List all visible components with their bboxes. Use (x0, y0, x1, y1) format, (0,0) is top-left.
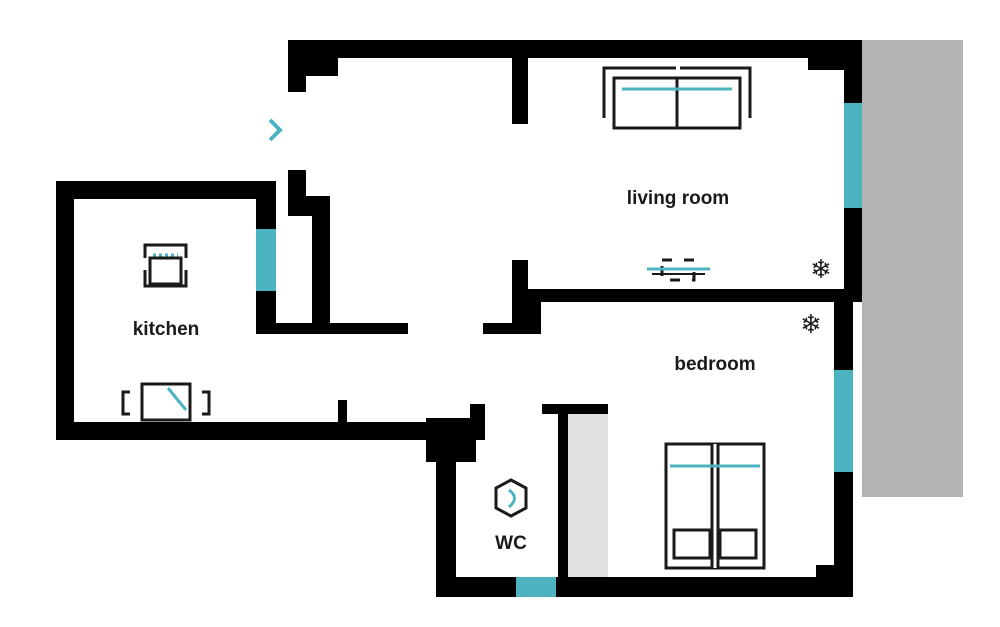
bedroom-window (834, 370, 853, 472)
closet (568, 412, 608, 577)
oven-icon (143, 243, 188, 288)
balcony (862, 40, 963, 497)
walls (56, 40, 862, 597)
air-conditioner-icon: ❄ (810, 255, 832, 285)
sofa-icon (602, 66, 752, 130)
kitchen-window (256, 229, 276, 291)
wc-window (516, 577, 556, 597)
entrance-arrow-icon (268, 118, 283, 142)
room-label-wc: WC (495, 533, 527, 554)
toilet-icon (494, 478, 528, 518)
bed-icon (664, 442, 766, 570)
windows (256, 103, 862, 597)
air-conditioner-icon: ❄ (800, 310, 822, 340)
room-label-living-room: living room (627, 188, 729, 209)
room-label-kitchen: kitchen (133, 319, 200, 340)
table-icon (121, 382, 211, 422)
room-label-bedroom: bedroom (674, 354, 755, 375)
tv-icon (647, 258, 710, 282)
living-room-window (844, 103, 862, 208)
